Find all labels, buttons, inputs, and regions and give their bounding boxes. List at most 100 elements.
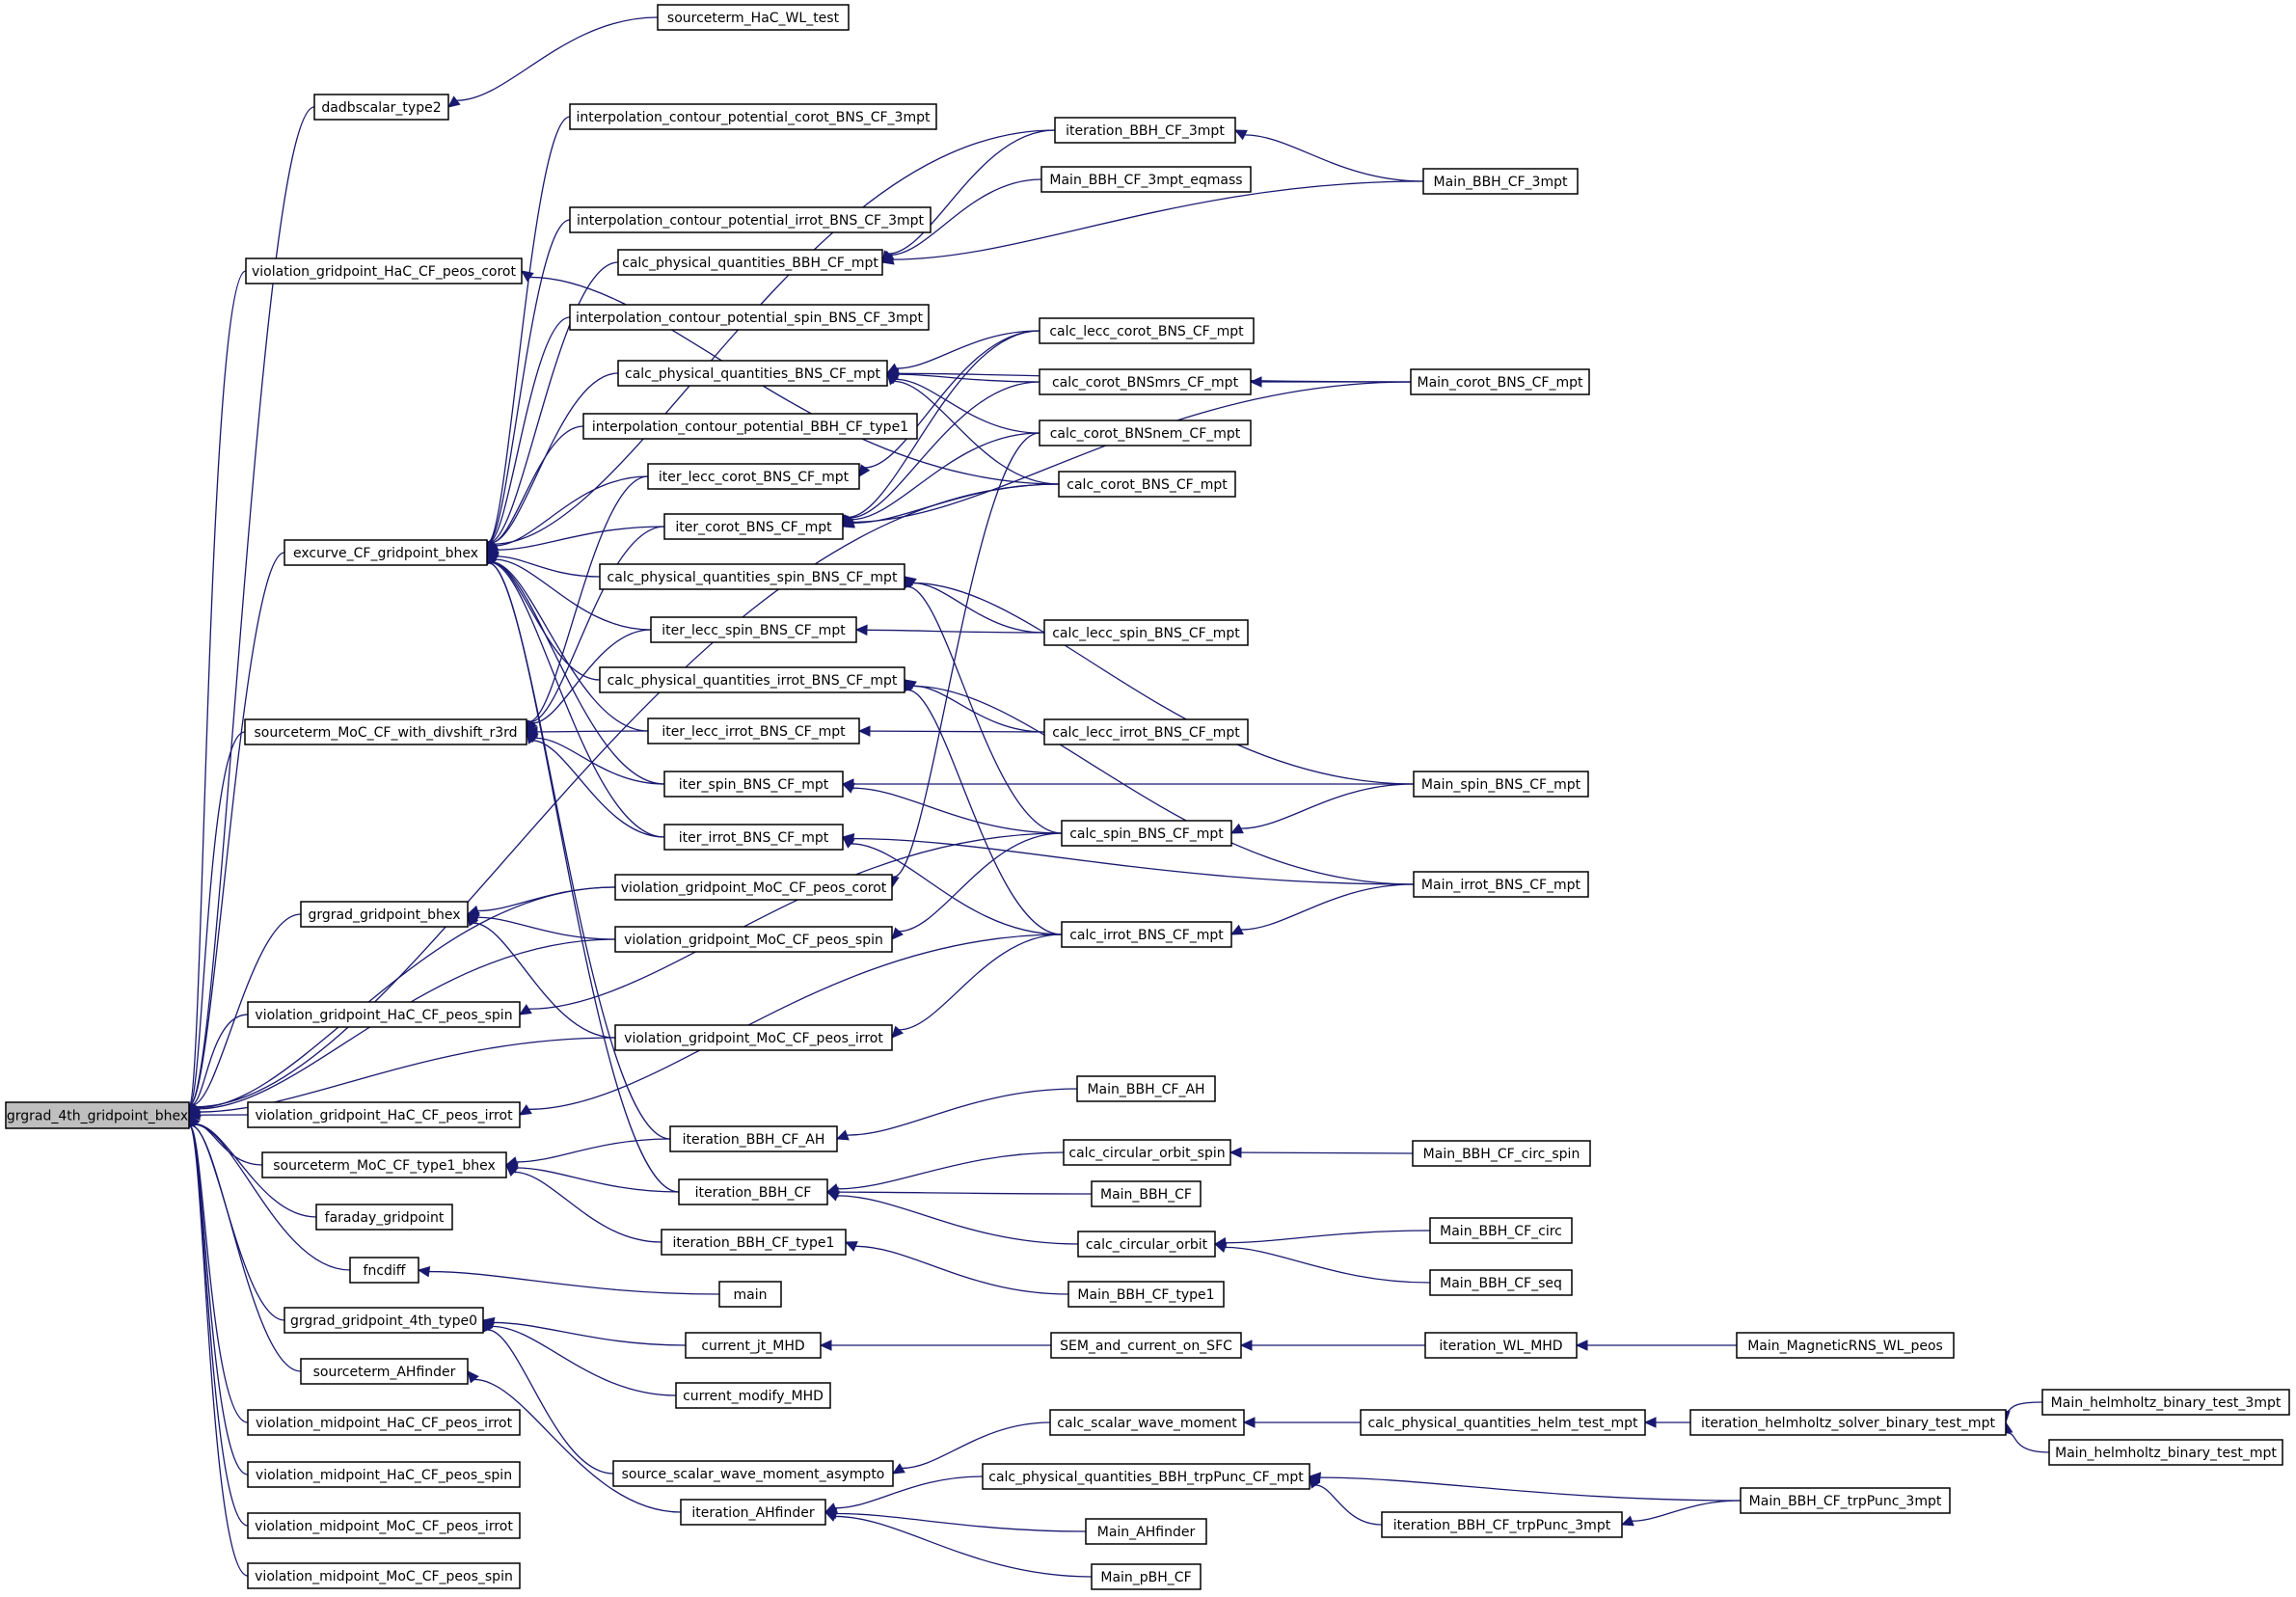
node-iter-irrot-bns-cf-mpt[interactable]: iter_irrot_BNS_CF_mpt [663,824,844,851]
node-iter-lecc-spin-bns-cf-mpt[interactable]: iter_lecc_spin_BNS_CF_mpt [650,616,857,643]
node-grgrad-4th-gridpoint-bhex[interactable]: grgrad_4th_gridpoint_bhex [5,1101,190,1129]
node-calc-corot-bnsmrs-cf-mpt[interactable]: calc_corot_BNSmrs_CF_mpt [1039,368,1252,395]
edge-grgrad-gridpoint-4th-type0-to-current-jt-mhd [481,1316,687,1346]
node-calc-circular-orbit[interactable]: calc_circular_orbit [1077,1231,1216,1258]
edge-line [491,561,601,681]
node-calc-corot-bnsnem-cf-mpt[interactable]: calc_corot_BNSnem_CF_mpt [1039,420,1252,447]
node-fncdiff[interactable]: fncdiff [349,1257,419,1284]
node-sourceterm-hac-wl-test[interactable]: sourceterm_HaC_WL_test [657,4,850,31]
node-main-magneticrns-wl-peos[interactable]: Main_MagneticRNS_WL_peos [1736,1332,1955,1359]
node-faraday-gridpoint[interactable]: faraday_gridpoint [315,1204,453,1231]
node-interpolation-contour-potential-spin-bns-cf-3mpt[interactable]: interpolation_contour_potential_spin_BNS… [569,304,930,331]
node-sourceterm-moc-cf-type1-bhex[interactable]: sourceterm_MoC_CF_type1_bhex [261,1151,507,1178]
node-grgrad-gridpoint-4th-type0[interactable]: grgrad_gridpoint_4th_type0 [284,1307,484,1334]
arrowhead [844,1241,858,1252]
node-box [661,1229,847,1256]
node-iteration-bbh-cf-3mpt[interactable]: iteration_BBH_CF_3mpt [1054,117,1236,144]
node-calc-physical-quantities-helm-test-mpt[interactable]: calc_physical_quantities_helm_test_mpt [1360,1409,1646,1436]
node-calc-lecc-irrot-bns-cf-mpt[interactable]: calc_lecc_irrot_BNS_CF_mpt [1043,718,1249,745]
node-calc-physical-quantities-irrot-bns-cf-mpt[interactable]: calc_physical_quantities_irrot_BNS_CF_mp… [599,666,905,693]
node-calc-physical-quantities-spin-bns-cf-mpt[interactable]: calc_physical_quantities_spin_BNS_CF_mpt [599,563,905,590]
node-calc-corot-bns-cf-mpt[interactable]: calc_corot_BNS_CF_mpt [1058,471,1236,498]
edge-calc-physical-quantities-bbh-trppunc-cf-mpt-to-main-bbh-cf-trppunc-3mpt [1308,1472,1742,1502]
node-main-bbh-cf-trppunc-3mpt[interactable]: Main_BBH_CF_trpPunc_3mpt [1740,1487,1951,1514]
node-interpolation-contour-potential-corot-bns-cf-3mpt[interactable]: interpolation_contour_potential_corot_BN… [569,103,937,130]
node-violation-midpoint-moc-cf-peos-irrot[interactable]: violation_midpoint_MoC_CF_peos_irrot [247,1512,521,1539]
node-violation-gridpoint-moc-cf-peos-corot[interactable]: violation_gridpoint_MoC_CF_peos_corot [614,874,893,901]
node-iteration-helmholtz-solver-binary-test-mpt[interactable]: iteration_helmholtz_solver_binary_test_m… [1689,1409,2007,1436]
node-iter-lecc-irrot-bns-cf-mpt[interactable]: iter_lecc_irrot_BNS_CF_mpt [647,717,860,744]
node-grgrad-gridpoint-bhex[interactable]: grgrad_gridpoint_bhex [300,901,469,928]
node-main-pbh-cf[interactable]: Main_pBH_CF [1091,1563,1202,1590]
node-iteration-bbh-cf-type1[interactable]: iteration_BBH_CF_type1 [661,1229,847,1256]
node-sourceterm-moc-cf-with-divshift-r3rd[interactable]: sourceterm_MoC_CF_with_divshift_r3rd [244,718,527,745]
node-iteration-bbh-cf[interactable]: iteration_BBH_CF [678,1178,828,1205]
node-main-bbh-cf-seq[interactable]: Main_BBH_CF_seq [1429,1269,1573,1296]
edge-line [837,1151,1065,1190]
node-main-helmholtz-binary-test-mpt[interactable]: Main_helmholtz_binary_test_mpt [2048,1439,2283,1466]
node-calc-irrot-bns-cf-mpt[interactable]: calc_irrot_BNS_CF_mpt [1061,921,1232,948]
node-main-bbh-cf-type1[interactable]: Main_BBH_CF_type1 [1067,1281,1225,1308]
node-iteration-bbh-cf-ah[interactable]: iteration_BBH_CF_AH [669,1125,838,1152]
edge-line [528,832,1063,1010]
node-label: iteration_BBH_CF_AH [683,1132,825,1148]
node-main-bbh-cf-circ[interactable]: Main_BBH_CF_circ [1429,1217,1573,1244]
edge-iteration-bbh-cf-trppunc-3mpt-to-main-bbh-cf-trppunc-3mpt [1620,1500,1742,1527]
edge-line [852,483,1060,524]
node-calc-scalar-wave-moment[interactable]: calc_scalar_wave_moment [1049,1409,1245,1436]
node-label: violation_gridpoint_MoC_CF_peos_corot [621,880,887,896]
node-violation-midpoint-moc-cf-peos-spin[interactable]: violation_midpoint_MoC_CF_peos_spin [247,1562,521,1589]
node-box [982,1463,1310,1490]
node-calc-circular-orbit-spin[interactable]: calc_circular_orbit_spin [1063,1139,1231,1166]
node-iter-corot-bns-cf-mpt[interactable]: iter_corot_BNS_CF_mpt [663,513,844,540]
node-label: excurve_CF_gridpoint_bhex [293,546,478,561]
edge-calc-physical-quantities-irrot-bns-cf-mpt-to-calc-lecc-irrot-bns-cf-mpt [903,679,1045,733]
node-calc-physical-quantities-bbh-cf-mpt[interactable]: calc_physical_quantities_BBH_CF_mpt [617,249,883,276]
node-main-irrot-bns-cf-mpt[interactable]: Main_irrot_BNS_CF_mpt [1413,871,1589,898]
node-violation-gridpoint-moc-cf-peos-irrot[interactable]: violation_gridpoint_MoC_CF_peos_irrot [614,1024,893,1051]
node-main-bbh-cf-3mpt-eqmass[interactable]: Main_BBH_CF_3mpt_eqmass [1040,166,1252,193]
node-violation-gridpoint-hac-cf-peos-irrot[interactable]: violation_gridpoint_HaC_CF_peos_irrot [247,1101,521,1128]
node-iter-lecc-corot-bns-cf-mpt[interactable]: iter_lecc_corot_BNS_CF_mpt [647,463,860,490]
node-sem-and-current-on-sfc[interactable]: SEM_and_current_on_SFC [1050,1332,1242,1359]
node-calc-spin-bns-cf-mpt[interactable]: calc_spin_BNS_CF_mpt [1061,820,1232,847]
node-violation-gridpoint-hac-cf-peos-spin[interactable]: violation_gridpoint_HaC_CF_peos_spin [247,1001,521,1028]
node-calc-lecc-spin-bns-cf-mpt[interactable]: calc_lecc_spin_BNS_CF_mpt [1043,619,1249,646]
node-main-spin-bns-cf-mpt[interactable]: Main_spin_BNS_CF_mpt [1413,771,1589,798]
node-main[interactable]: main [718,1281,782,1308]
node-label: violation_midpoint_HaC_CF_peos_spin [256,1468,512,1483]
node-violation-gridpoint-hac-cf-peos-corot[interactable]: violation_gridpoint_HaC_CF_peos_corot [245,257,523,284]
node-iteration-bbh-cf-trppunc-3mpt[interactable]: iteration_BBH_CF_trpPunc_3mpt [1381,1511,1623,1538]
node-dadbscalar-type2[interactable]: dadbscalar_type2 [313,94,449,121]
node-violation-midpoint-hac-cf-peos-spin[interactable]: violation_midpoint_HaC_CF_peos_spin [247,1461,521,1488]
node-main-bbh-cf-3mpt[interactable]: Main_BBH_CF_3mpt [1422,168,1579,195]
node-excurve-cf-gridpoint-bhex[interactable]: excurve_CF_gridpoint_bhex [284,539,488,566]
edge-line [835,1512,1087,1532]
node-violation-midpoint-hac-cf-peos-irrot[interactable]: violation_midpoint_HaC_CF_peos_irrot [247,1409,521,1436]
edge-excurve-cf-gridpoint-bhex-to-iter-corot-bns-cf-mpt [485,526,665,555]
node-main-bbh-cf-ah[interactable]: Main_BBH_CF_AH [1076,1075,1216,1102]
arrowhead [835,1129,850,1141]
node-calc-physical-quantities-bns-cf-mpt[interactable]: calc_physical_quantities_BNS_CF_mpt [617,360,888,387]
node-iteration-wl-mhd[interactable]: iteration_WL_MHD [1424,1332,1578,1359]
node-iter-spin-bns-cf-mpt[interactable]: iter_spin_BNS_CF_mpt [663,771,844,798]
node-main-ahfinder[interactable]: Main_AHfinder [1085,1518,1207,1545]
node-current-jt-mhd[interactable]: current_jt_MHD [685,1332,822,1359]
edge-grgrad-gridpoint-4th-type0-to-current-modify-mhd [482,1319,677,1396]
node-main-bbh-cf-circ-spin[interactable]: Main_BBH_CF_circ_spin [1412,1140,1591,1167]
node-sourceterm-ahfinder[interactable]: sourceterm_AHfinder [300,1358,469,1385]
node-main-bbh-cf[interactable]: Main_BBH_CF [1091,1180,1202,1207]
node-iteration-ahfinder[interactable]: iteration_AHfinder [680,1499,826,1526]
node-calc-physical-quantities-bbh-trppunc-cf-mpt[interactable]: calc_physical_quantities_BBH_trpPunc_CF_… [982,1463,1310,1490]
node-violation-gridpoint-moc-cf-peos-spin[interactable]: violation_gridpoint_MoC_CF_peos_spin [614,926,893,953]
node-calc-lecc-corot-bns-cf-mpt[interactable]: calc_lecc_corot_BNS_CF_mpt [1039,317,1255,344]
edge-line [913,685,1045,733]
node-main-helmholtz-binary-test-3mpt[interactable]: Main_helmholtz_binary_test_3mpt [2041,1389,2290,1416]
node-box [1040,166,1252,193]
node-interpolation-contour-potential-bbh-cf-type1[interactable]: interpolation_contour_potential_BBH_CF_t… [582,413,918,440]
node-interpolation-contour-potential-irrot-bns-cf-3mpt[interactable]: interpolation_contour_potential_irrot_BN… [569,206,932,233]
node-current-modify-mhd[interactable]: current_modify_MHD [675,1382,831,1409]
node-label: iter_corot_BNS_CF_mpt [675,520,832,535]
node-source-scalar-wave-moment-asympto[interactable]: source_scalar_wave_moment_asympto [612,1460,894,1487]
node-main-corot-bns-cf-mpt[interactable]: Main_corot_BNS_CF_mpt [1410,368,1590,395]
